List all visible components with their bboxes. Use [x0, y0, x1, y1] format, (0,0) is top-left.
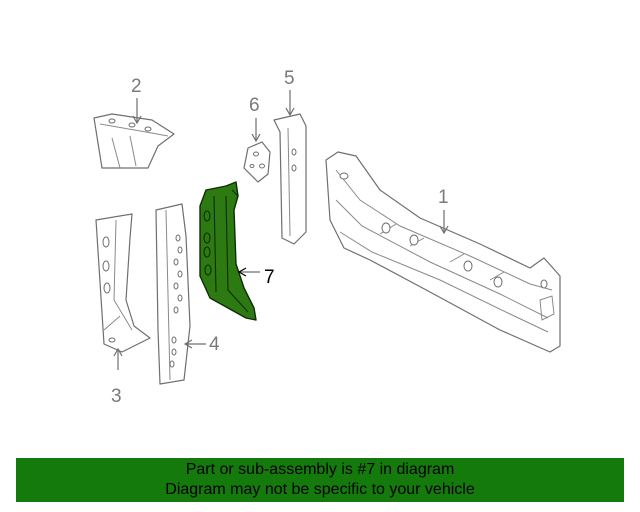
part-6-plate[interactable] [243, 141, 271, 183]
callout-2[interactable]: 2 [131, 76, 142, 97]
info-banner: Part or sub-assembly is #7 in diagram Di… [16, 458, 624, 502]
part-2-bracket[interactable] [93, 113, 175, 169]
part-3-pillar[interactable] [95, 213, 151, 353]
callout-3[interactable]: 3 [111, 386, 122, 407]
parts-diagram: 2 3 4 6 [93, 68, 561, 407]
banner-line-1: Part or sub-assembly is #7 in diagram [185, 461, 455, 478]
part-7-pillar-highlighted[interactable] [199, 181, 257, 321]
part-5-reinforcement[interactable] [273, 113, 307, 245]
part-1-back-panel[interactable] [325, 151, 561, 353]
banner-line-2: Diagram may not be specific to your vehi… [165, 481, 475, 498]
callout-4[interactable]: 4 [209, 334, 220, 355]
callout-5[interactable]: 5 [284, 68, 295, 89]
part-4-pillar[interactable] [155, 203, 191, 385]
callout-1[interactable]: 1 [438, 187, 449, 208]
callout-7[interactable]: 7 [264, 267, 275, 288]
callout-6[interactable]: 6 [249, 95, 260, 116]
